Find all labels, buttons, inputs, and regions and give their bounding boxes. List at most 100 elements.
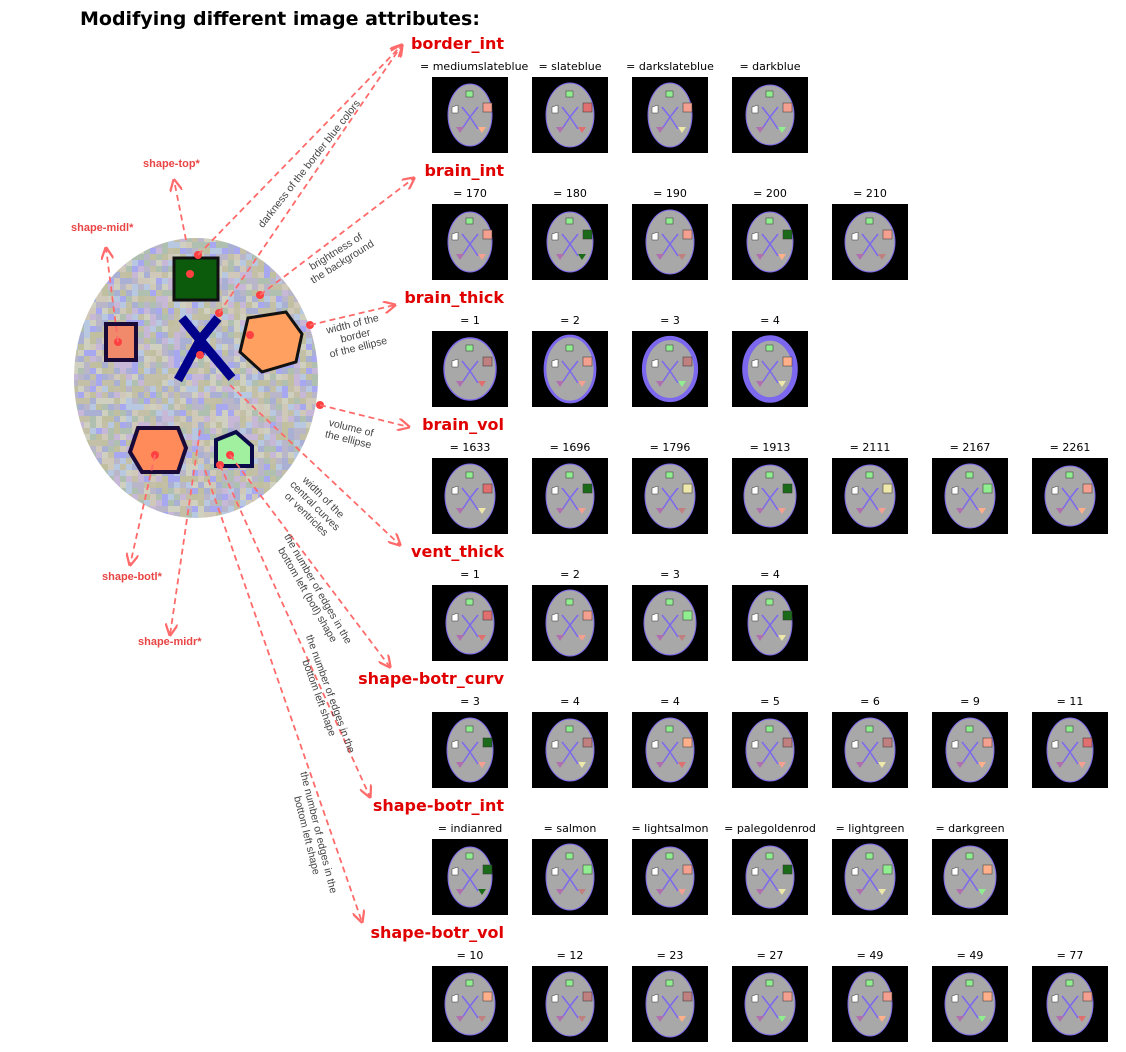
thumbnail-image	[432, 77, 508, 153]
thumbnail-image	[1032, 712, 1108, 788]
attribute-label: shape-botr_vol	[370, 923, 504, 942]
thumbnail-image	[832, 839, 908, 915]
value-label: = 190	[653, 187, 687, 200]
value-label: = 49	[956, 949, 984, 962]
thumbnail-image	[932, 966, 1008, 1042]
thumbnail-image	[532, 966, 608, 1042]
attribute-label: vent_thick	[411, 542, 504, 561]
attribute-label: brain_thick	[404, 288, 504, 307]
value-label: = 1	[460, 568, 480, 581]
thumbnail-image	[632, 712, 708, 788]
value-label: = slateblue	[538, 60, 602, 73]
value-label: = mediumslateblue	[420, 60, 529, 73]
value-label: = darkslateblue	[626, 60, 714, 73]
thumbnail-image	[932, 458, 1008, 534]
thumbnail-image	[732, 77, 808, 153]
thumbnail-image	[632, 331, 708, 407]
value-label: = 170	[453, 187, 487, 200]
attribute-label: border_int	[410, 34, 504, 53]
thumbnail-image	[1032, 458, 1108, 534]
thumbnail-image	[532, 712, 608, 788]
value-label: = 77	[1056, 949, 1084, 962]
value-label: = lightgreen	[835, 822, 905, 835]
thumbnail-image	[732, 204, 808, 280]
value-label: = 2	[560, 568, 580, 581]
thumbnail-image	[432, 839, 508, 915]
value-label: = 3	[660, 314, 680, 327]
thumbnail-image	[632, 966, 708, 1042]
thumbnail-image	[532, 331, 608, 407]
value-label: = 180	[553, 187, 587, 200]
thumbnail-image	[632, 839, 708, 915]
value-label: = 4	[760, 568, 780, 581]
value-label: = 1633	[449, 441, 491, 454]
thumbnail-image	[732, 966, 808, 1042]
value-label: = salmon	[543, 822, 597, 835]
value-label: = 1796	[649, 441, 691, 454]
thumbnail-image	[432, 458, 508, 534]
thumbnail-image	[532, 458, 608, 534]
thumbnail-image	[832, 204, 908, 280]
value-label: = 1	[460, 314, 480, 327]
value-label: = darkgreen	[935, 822, 1005, 835]
thumbnail-image	[532, 585, 608, 661]
thumbnail-image	[632, 458, 708, 534]
value-label: = 210	[853, 187, 887, 200]
value-label: = 12	[556, 949, 584, 962]
value-label: = 200	[753, 187, 787, 200]
value-label: = 2	[560, 314, 580, 327]
value-label: = 6	[860, 695, 880, 708]
thumbnail-image	[432, 966, 508, 1042]
thumbnail-image	[732, 585, 808, 661]
value-label: = 11	[1056, 695, 1084, 708]
figure-title: Modifying different image attributes:	[80, 8, 480, 30]
value-label: = 1913	[749, 441, 791, 454]
thumbnail-image	[432, 331, 508, 407]
shape-midl-label: shape-midl*	[71, 222, 134, 234]
thumbnail-image	[932, 712, 1008, 788]
thumbnail-image	[832, 458, 908, 534]
value-label: = darkblue	[739, 60, 801, 73]
value-label: = 4	[760, 314, 780, 327]
thumbnail-image	[532, 839, 608, 915]
thumbnail-image	[732, 331, 808, 407]
shape-top-label: shape-top*	[143, 158, 200, 170]
attribute-label: shape-botr_int	[372, 796, 504, 815]
value-label: = 5	[760, 695, 780, 708]
value-label: = 2167	[949, 441, 991, 454]
attribute-label: brain_vol	[422, 415, 504, 434]
value-label: = 27	[756, 949, 784, 962]
thumbnail-image	[932, 839, 1008, 915]
thumbnail-image	[732, 712, 808, 788]
thumbnail-image	[732, 839, 808, 915]
value-label: = 2261	[1049, 441, 1091, 454]
value-label: = 1696	[549, 441, 591, 454]
thumbnail-image	[532, 204, 608, 280]
shape-midr-label: shape-midr*	[138, 636, 202, 648]
attribute-label: shape-botr_curv	[358, 669, 504, 688]
thumbnail-image	[632, 77, 708, 153]
thumbnail-image	[632, 204, 708, 280]
value-label: = 9	[960, 695, 980, 708]
value-label: = 10	[456, 949, 484, 962]
thumbnail-image	[832, 712, 908, 788]
shape-botl-label: shape-botl*	[102, 571, 162, 583]
thumbnail-image	[432, 712, 508, 788]
value-label: = 3	[660, 568, 680, 581]
value-label: = 49	[856, 949, 884, 962]
value-label: = 3	[460, 695, 480, 708]
thumbnail-image	[1032, 966, 1108, 1042]
value-label: = 4	[660, 695, 680, 708]
attribute-label: brain_int	[424, 161, 504, 180]
value-label: = 4	[560, 695, 580, 708]
thumbnail-image	[432, 204, 508, 280]
value-label: = 2111	[849, 441, 891, 454]
value-label: = 23	[656, 949, 684, 962]
thumbnail-image	[532, 77, 608, 153]
thumbnail-image	[632, 585, 708, 661]
thumbnail-image	[432, 585, 508, 661]
value-label: = indianred	[437, 822, 503, 835]
thumbnail-image	[732, 458, 808, 534]
value-label: = lightsalmon	[631, 822, 709, 835]
